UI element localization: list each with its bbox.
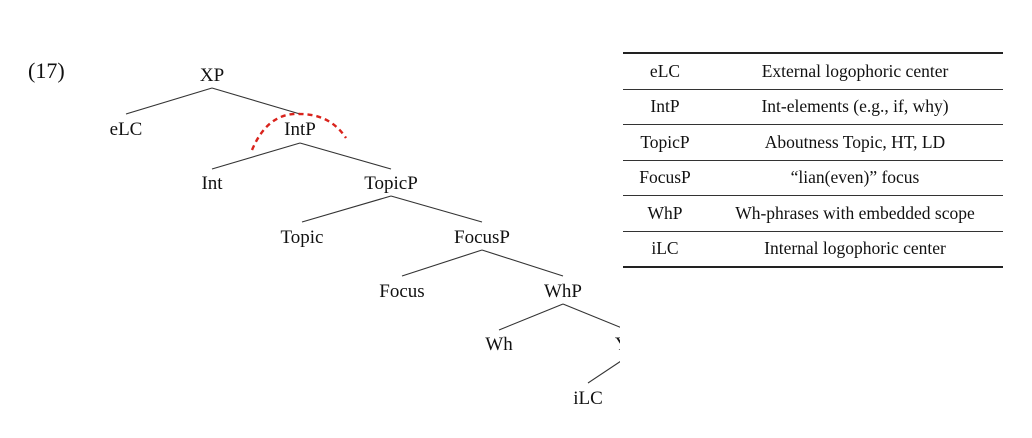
table-row: FocusP “lian(even)” focus <box>623 160 1003 196</box>
legend-abbr: iLC <box>623 231 707 268</box>
node-focus: Focus <box>379 281 424 302</box>
branch-topicp-topic <box>301 195 392 223</box>
node-yp: YP <box>615 334 620 355</box>
tree-branches <box>125 87 620 384</box>
branch-focusp-whp <box>481 249 564 277</box>
branch-whp-yp <box>562 303 620 328</box>
legend-description: Int-elements (e.g., if, why) <box>707 89 1003 125</box>
branch-topicp-focusp <box>390 195 483 223</box>
legend-description: External logophoric center <box>707 52 1003 90</box>
intp-dashed-arc <box>250 112 347 151</box>
branch-focusp-focus <box>401 249 483 277</box>
branch-whp-wh <box>498 303 564 331</box>
node-int: Int <box>201 173 223 194</box>
table-row: eLC External logophoric center <box>623 52 1003 90</box>
node-elc: eLC <box>110 119 143 140</box>
branch-intp-topicp <box>299 142 392 170</box>
legend-abbr: FocusP <box>623 160 707 196</box>
projection-legend-table: eLC External logophoric center IntP Int-… <box>623 52 1003 268</box>
node-intp: IntP <box>284 119 316 140</box>
legend-description: Internal logophoric center <box>707 231 1003 268</box>
node-topic: Topic <box>281 227 324 248</box>
table-row: iLC Internal logophoric center <box>623 231 1003 268</box>
branch-xp-elc <box>125 87 213 115</box>
legend-description: “lian(even)” focus <box>707 160 1003 196</box>
legend-abbr: WhP <box>623 195 707 232</box>
example-number: (17) <box>28 58 65 83</box>
legend-abbr: eLC <box>623 52 707 90</box>
node-ilc: iLC <box>573 388 603 409</box>
node-whp: WhP <box>544 281 582 302</box>
table-row: WhP Wh-phrases with embedded scope <box>623 195 1003 232</box>
branch-yp-ilc <box>587 361 620 384</box>
table-row: TopicP Aboutness Topic, HT, LD <box>623 124 1003 161</box>
node-topicp: TopicP <box>364 173 418 194</box>
node-xp: XP <box>200 65 224 86</box>
branch-xp-intp <box>211 87 301 115</box>
tree-nodes: XP eLC IntP Int TopicP Topic FocusP Focu… <box>110 65 620 409</box>
legend-description: Wh-phrases with embedded scope <box>707 195 1003 232</box>
table-row: IntP Int-elements (e.g., if, why) <box>623 89 1003 125</box>
legend-abbr: TopicP <box>623 124 707 161</box>
node-focusp: FocusP <box>454 227 510 248</box>
legend-abbr: IntP <box>623 89 707 125</box>
legend-description: Aboutness Topic, HT, LD <box>707 124 1003 161</box>
branch-intp-int <box>211 142 301 170</box>
syntax-tree: XP eLC IntP Int TopicP Topic FocusP Focu… <box>110 65 620 409</box>
node-wh: Wh <box>485 334 513 355</box>
